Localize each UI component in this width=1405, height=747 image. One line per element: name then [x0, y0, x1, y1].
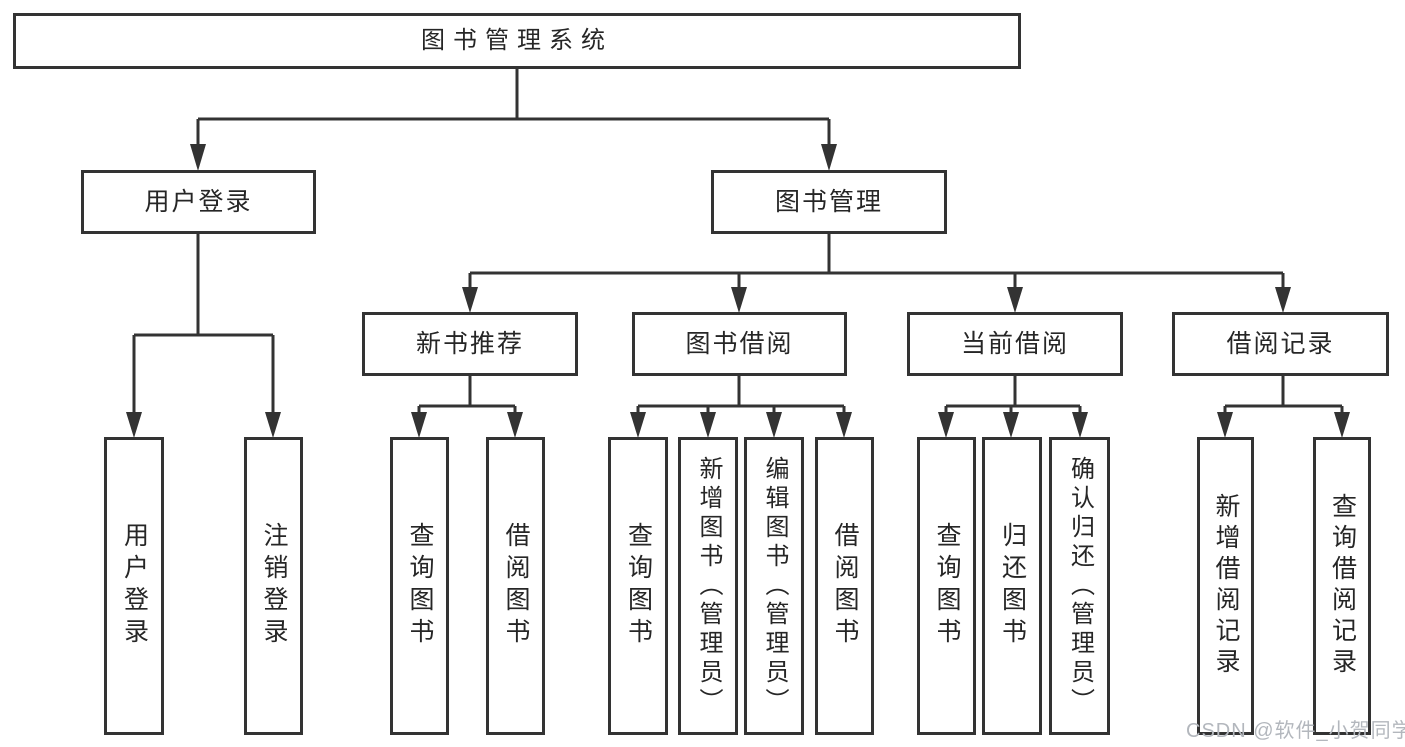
leaf-return-book: 归还图书 [982, 437, 1042, 735]
node-book-management: 图书管理 [711, 170, 947, 234]
leaf-borrow-book-recommend: 借阅图书 [486, 437, 545, 735]
leaf-add-book-admin: 新增图书（管理员） [678, 437, 738, 735]
node-user-login: 用户登录 [81, 170, 316, 234]
node-new-book-recommend: 新书推荐 [362, 312, 578, 376]
leaf-user-login: 用户登录 [104, 437, 164, 735]
csdn-watermark: CSDN @软件_小贺同学 [1186, 720, 1405, 742]
node-current-borrowing: 当前借阅 [907, 312, 1123, 376]
leaf-query-borrow-record: 查询借阅记录 [1313, 437, 1371, 735]
leaf-borrow-book-borrowing: 借阅图书 [815, 437, 874, 735]
node-borrow-records: 借阅记录 [1172, 312, 1389, 376]
leaf-query-book-current: 查询图书 [917, 437, 976, 735]
leaf-query-book-recommend: 查询图书 [390, 437, 449, 735]
leaf-logout: 注销登录 [244, 437, 303, 735]
node-book-borrowing: 图书借阅 [632, 312, 847, 376]
leaf-confirm-return-admin: 确认归还（管理员） [1049, 437, 1110, 735]
node-library-system: 图书管理系统 [13, 13, 1021, 69]
leaf-add-borrow-record: 新增借阅记录 [1197, 437, 1254, 735]
leaf-edit-book-admin: 编辑图书（管理员） [744, 437, 804, 735]
leaf-query-book-borrowing: 查询图书 [608, 437, 668, 735]
